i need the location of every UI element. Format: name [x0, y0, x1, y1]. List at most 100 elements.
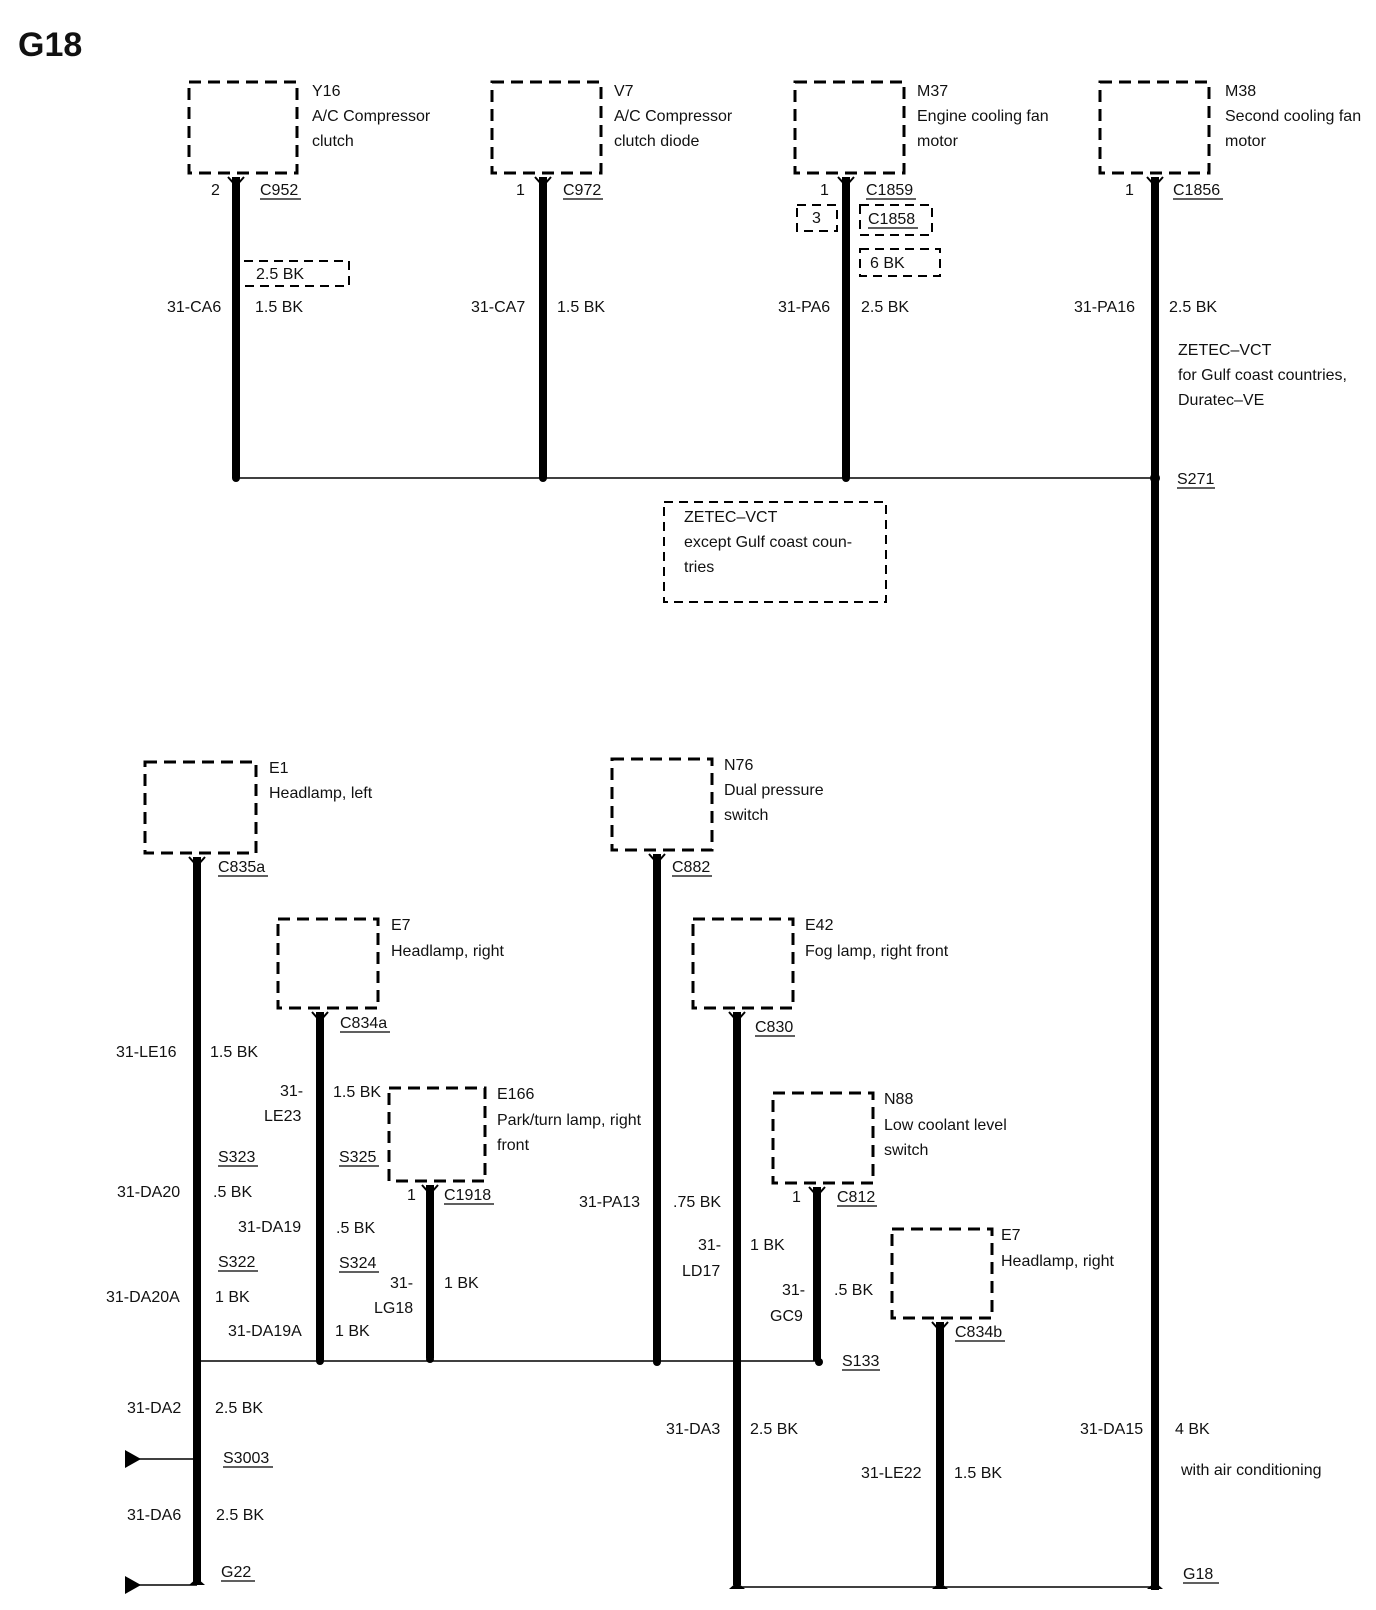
alt-pin-box — [796, 204, 838, 232]
wire-label-31-le23-2: LE23 — [264, 1108, 301, 1125]
wire-label-31-ld17-2: LD17 — [682, 1263, 720, 1280]
wire-size: .5 BK — [834, 1282, 873, 1299]
component-y16-label-2: clutch — [312, 133, 354, 150]
wire-label-31-da3: 31-DA3 — [666, 1421, 720, 1438]
wire-label-31-pa13: 31-PA13 — [579, 1194, 640, 1211]
component-n76-label: Dual pressure — [724, 782, 824, 799]
connector-arrow — [421, 1184, 439, 1196]
connector-c1856: C1856 — [1173, 182, 1220, 199]
component-e42: E42 Fog lamp, right front C830 — [691, 917, 949, 1585]
ground-icon — [189, 1578, 205, 1585]
wire-label-31-ld17: 31- — [698, 1237, 721, 1254]
splice-dot — [193, 1153, 201, 1161]
wire-size: 1 BK — [215, 1289, 250, 1306]
alt-size-box — [244, 260, 350, 287]
component-y16-label: A/C Compressor — [312, 108, 431, 125]
wire-label-31-lg18-2: LG18 — [374, 1300, 413, 1317]
bus-dot — [842, 474, 850, 482]
wire-size: 4 BK — [1175, 1421, 1210, 1438]
connector-arrow — [931, 1321, 949, 1333]
connector-c972: C972 — [563, 182, 601, 199]
component-e7-a-label: Headlamp, right — [391, 943, 505, 960]
connector-c882: C882 — [672, 859, 710, 876]
component-n88-label: Low coolant level — [884, 1117, 1007, 1134]
component-m37-pin-alt: 3 — [812, 210, 821, 227]
component-m38: M38 Second cooling fan motor 1 C1856 31-… — [1074, 80, 1361, 1590]
bus-dot — [193, 1357, 201, 1365]
component-n88-pin: 1 — [792, 1189, 801, 1206]
component-e42-id: E42 — [805, 917, 834, 934]
component-n76-box — [610, 757, 714, 852]
splice-dot — [193, 1261, 201, 1269]
wire-size: 1.5 BK — [210, 1044, 258, 1061]
ground-icon — [932, 1582, 948, 1589]
component-e7-a: E7 Headlamp, right C834a — [276, 917, 505, 1360]
wire-size: 1.5 BK — [954, 1465, 1002, 1482]
wire-label-31-ca7: 31-CA7 — [471, 299, 525, 316]
component-v7-pin: 1 — [516, 182, 525, 199]
bus-dot — [232, 474, 240, 482]
component-e166-label: Park/turn lamp, right — [497, 1112, 642, 1129]
connector-c1918: C1918 — [444, 1187, 491, 1204]
wire-label-31-da19: 31-DA19 — [238, 1219, 301, 1236]
wire-size: 1.5 BK — [333, 1084, 381, 1101]
component-e7-a-id: E7 — [391, 917, 411, 934]
wire-label-31-da6: 31-DA6 — [127, 1507, 181, 1524]
wire-size: 2.5 BK — [216, 1507, 264, 1524]
component-m37-label-2: motor — [917, 133, 959, 150]
connector-c812: C812 — [837, 1189, 875, 1206]
wire-label-31-da19a: 31-DA19A — [228, 1323, 302, 1340]
component-n76-id: N76 — [724, 757, 753, 774]
component-e7-b-label: Headlamp, right — [1001, 1253, 1115, 1270]
splice-s133: S133 — [842, 1353, 879, 1370]
component-v7-label: A/C Compressor — [614, 108, 733, 125]
splice-dot — [1150, 473, 1160, 483]
splice-dot — [193, 1455, 201, 1463]
connector-c1859: C1859 — [866, 182, 913, 199]
bus-dot — [316, 1357, 324, 1365]
component-e1-id: E1 — [269, 760, 289, 777]
component-n76-label-2: switch — [724, 807, 768, 824]
wire-label-31-le23: 31- — [280, 1083, 303, 1100]
wire-label-31-ca6: 31-CA6 — [167, 299, 221, 316]
wire-label-31-gc9: 31- — [782, 1282, 805, 1299]
component-m38-box — [1098, 80, 1211, 175]
bus-dot — [426, 1355, 434, 1363]
wire-size: 2.5 BK — [861, 299, 909, 316]
component-v7-label-2: clutch diode — [614, 133, 699, 150]
splice-s324: S324 — [339, 1255, 376, 1272]
wire-label-31-da20a: 31-DA20A — [106, 1289, 180, 1306]
connector-arrow — [808, 1186, 826, 1198]
wire-size-alt: 6 BK — [870, 255, 905, 272]
component-e166-box — [387, 1086, 487, 1183]
component-y16-box — [187, 80, 299, 175]
component-n88-label-2: switch — [884, 1142, 928, 1159]
component-n88-id: N88 — [884, 1091, 913, 1108]
wire-label-31-da20: 31-DA20 — [117, 1184, 180, 1201]
splice-s323: S323 — [218, 1149, 255, 1166]
note-gulf-2: for Gulf coast countries, — [1178, 367, 1347, 384]
alt-size-box — [859, 248, 941, 277]
wire-size: .5 BK — [336, 1220, 375, 1237]
splice-dot — [316, 1261, 324, 1269]
component-n76: N76 Dual pressure switch C882 — [610, 757, 824, 1361]
connector-c830: C830 — [755, 1019, 793, 1036]
connector-c834b: C834b — [955, 1324, 1002, 1341]
wire-size: 1.5 BK — [255, 299, 303, 316]
wire-size: 2.5 BK — [1169, 299, 1217, 316]
ground-icon — [729, 1582, 745, 1589]
connector-arrow — [1146, 176, 1164, 188]
component-m38-id: M38 — [1225, 83, 1256, 100]
component-e166-id: E166 — [497, 1086, 534, 1103]
component-e1: E1 Headlamp, left C835a — [143, 760, 373, 1585]
wire-label-31-da15: 31-DA15 — [1080, 1421, 1143, 1438]
splice-s325: S325 — [339, 1149, 376, 1166]
wire-size: 1 BK — [444, 1275, 479, 1292]
wire-label-31-lg18: 31- — [390, 1275, 413, 1292]
component-y16: Y16 A/C Compressor clutch 2 C952 2.5 BK … — [167, 80, 431, 478]
component-n88-box — [771, 1091, 875, 1185]
component-m38-label-2: motor — [1225, 133, 1267, 150]
component-e166-pin: 1 — [407, 1187, 416, 1204]
feed-arrow-icon — [125, 1576, 141, 1594]
